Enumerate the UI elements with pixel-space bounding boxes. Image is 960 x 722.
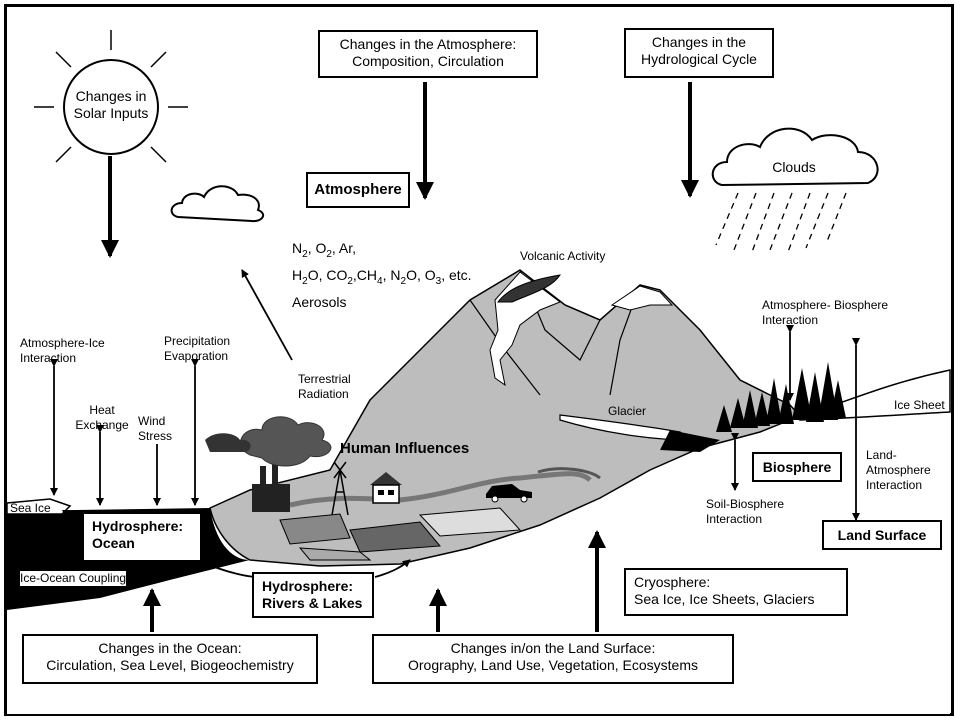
precip-label: Precipitation Evaporation (164, 334, 230, 364)
volcano-plume-icon (497, 274, 562, 303)
wind-label: Wind Stress (138, 414, 172, 444)
ice-sheet-label: Ice Sheet (894, 398, 945, 412)
hydrosphere-ocean-line2: Ocean (92, 535, 135, 551)
human-influences-label: Human Influences (340, 440, 470, 457)
atm-bio-line2: Interaction (762, 313, 819, 327)
rain-icon (715, 192, 847, 253)
hydrosphere-rivers-line1: Hydrosphere: (262, 578, 354, 594)
hydrosphere-rivers-box: Hydrosphere: Rivers & Lakes (252, 572, 374, 618)
land-atm-line1: Land- (866, 448, 897, 462)
sea-ice-label: Sea Ice (10, 501, 51, 515)
atm-bio-line1: Atmosphere- Biosphere (762, 298, 889, 312)
lake-shape (660, 430, 720, 452)
atm-changes-line1: Changes in the Atmosphere: (339, 36, 517, 52)
terrestrial-line2: Radiation (298, 387, 349, 401)
atm-ice-line2: Interaction (20, 351, 77, 365)
terrestrial-label: Terrestrial Radiation (298, 372, 351, 402)
small-cloud-icon (170, 185, 265, 223)
solar-label-line1: Changes in (75, 88, 147, 104)
cryosphere-box: Cryosphere: Sea Ice, Ice Sheets, Glacier… (624, 568, 848, 616)
hydrosphere-ocean-line1: Hydrosphere: (92, 518, 184, 534)
diagram-frame (4, 4, 954, 716)
hydrosphere-ocean-box: Hydrosphere: Ocean (82, 512, 202, 562)
land-changes-line1: Changes in/on the Land Surface: (450, 640, 656, 656)
ocean-changes-box: Changes in the Ocean: Circulation, Sea L… (22, 634, 318, 684)
hydro-cycle-line1: Changes in the (651, 34, 747, 50)
road-shape (289, 471, 592, 508)
heat-label: Heat Exchange (74, 403, 130, 433)
land-changes-box: Changes in/on the Land Surface: Orograph… (372, 634, 734, 684)
terrestrial-arrow (241, 269, 293, 361)
wind-line1: Wind (138, 414, 166, 428)
gases-aerosols: Aerosols (292, 293, 347, 310)
atm-bio-label: Atmosphere- Biosphere Interaction (762, 298, 888, 328)
rivers-land-arrow (374, 559, 411, 578)
atmosphere-box: Atmosphere (306, 172, 410, 208)
heat-line1: Heat (89, 403, 115, 417)
land-atm-line2: Atmosphere (866, 463, 931, 477)
hydro-cycle-box: Changes in the Hydrological Cycle (624, 28, 774, 78)
car-icon (486, 484, 532, 503)
land-surface-box: Land Surface (822, 520, 942, 550)
precip-line1: Precipitation (164, 334, 231, 348)
atm-changes-box: Changes in the Atmosphere: Composition, … (318, 30, 538, 78)
soil-bio-label: Soil-Biosphere Interaction (706, 497, 784, 527)
ocean-changes-line2: Circulation, Sea Level, Biogeochemistry (46, 657, 294, 673)
land-mass (209, 269, 802, 567)
house-icon (370, 472, 402, 504)
rain-cloud-icon (711, 127, 879, 187)
land-atm-line3: Interaction (866, 478, 923, 492)
terrestrial-line1: Terrestrial (298, 372, 351, 386)
soil-bio-line1: Soil-Biosphere (706, 497, 785, 511)
ice-ocean-label: Ice-Ocean Coupling (20, 571, 127, 586)
biosphere-label: Biosphere (762, 459, 832, 475)
biosphere-box: Biosphere (752, 452, 842, 482)
atmosphere-label: Atmosphere (314, 181, 402, 198)
trees-icon (716, 362, 846, 432)
ocean-changes-line1: Changes in the Ocean: (98, 640, 242, 656)
soil-bio-line2: Interaction (706, 512, 763, 526)
land-surface-label: Land Surface (837, 527, 927, 543)
hydrosphere-rivers-line2: Rivers & Lakes (262, 595, 363, 611)
volcanic-label: Volcanic Activity (520, 249, 606, 263)
atm-changes-line2: Composition, Circulation (352, 53, 504, 69)
gases-list: N2, O2, Ar, H2O, CO2,CH4, N2O, O3, etc. … (292, 238, 472, 313)
cryosphere-line2: Sea Ice, Ice Sheets, Glaciers (634, 591, 815, 607)
fields-icon (279, 507, 522, 561)
factory-icon (205, 416, 332, 512)
cryosphere-line1: Cryosphere: (634, 574, 711, 590)
wind-line2: Stress (138, 429, 173, 443)
solar-label-line2: Solar Inputs (73, 105, 149, 121)
atm-ice-label: Atmosphere-Ice Interaction (20, 336, 105, 366)
gases-line2: H2O, CO2,CH4, N2O, O3, etc. (292, 266, 472, 287)
land-changes-line2: Orography, Land Use, Vegetation, Ecosyst… (407, 657, 698, 673)
glacier-label: Glacier (608, 404, 647, 418)
land-atm-label: Land- Atmosphere Interaction (866, 448, 931, 493)
hydro-cycle-line2: Hydrological Cycle (641, 51, 757, 67)
windmill-icon (331, 461, 349, 516)
clouds-label: Clouds (772, 159, 816, 175)
atm-ice-line1: Atmosphere-Ice (20, 336, 105, 350)
heat-line2: Exchange (75, 418, 129, 432)
sun-icon (34, 30, 188, 163)
precip-line2: Evaporation (164, 349, 229, 363)
gases-line1: N2, O2, Ar, (292, 240, 357, 260)
solar-label: Changes in Solar Inputs (62, 88, 160, 122)
